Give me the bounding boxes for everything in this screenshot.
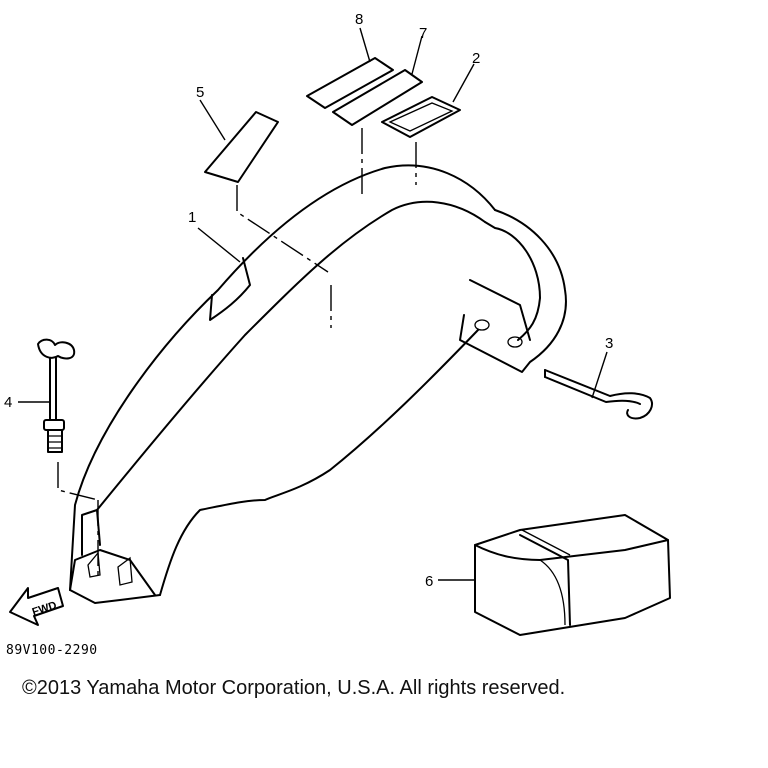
callout-4: 4 bbox=[4, 394, 12, 411]
drawing-code: 89V100-2290 bbox=[6, 643, 98, 658]
assembly-lines bbox=[57, 128, 417, 578]
wing-bolt-part-4 bbox=[37, 338, 76, 453]
sticker-part-5 bbox=[204, 111, 279, 183]
sticker-part-8 bbox=[306, 57, 394, 109]
callout-1: 1 bbox=[188, 209, 196, 226]
callout-3: 3 bbox=[605, 335, 613, 352]
callout-8: 8 bbox=[355, 11, 363, 28]
fwd-label: FWD bbox=[31, 599, 59, 618]
emblem-part-2 bbox=[381, 96, 461, 138]
hook-part-3 bbox=[544, 369, 653, 420]
leader-lines bbox=[18, 27, 608, 581]
box-part-6 bbox=[474, 514, 671, 636]
sticker-part-7 bbox=[332, 69, 423, 126]
fwd-direction-arrow: FWD bbox=[9, 587, 64, 626]
callout-2: 2 bbox=[472, 50, 480, 67]
callout-6: 6 bbox=[425, 573, 433, 590]
callout-7: 7 bbox=[419, 25, 427, 42]
rear-fender bbox=[69, 164, 567, 604]
copyright-notice: ©2013 Yamaha Motor Corporation, U.S.A. A… bbox=[22, 677, 566, 699]
callout-5: 5 bbox=[196, 84, 204, 101]
